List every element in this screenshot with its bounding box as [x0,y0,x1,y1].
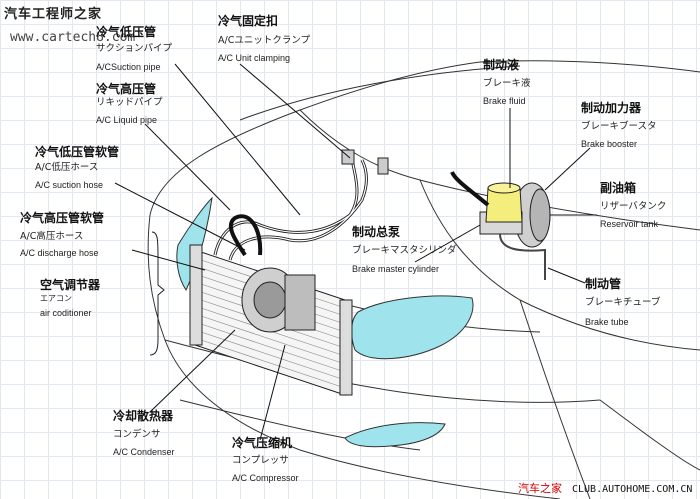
label-aircon-en: air coditioner [40,309,92,318]
label-master-cylinder-en: Brake master cylinder [352,265,439,274]
label-suction-hose-en: A/C suction hose [35,181,103,190]
label-compressor-ja: コンプレッサ [232,456,289,466]
label-suction-pipe-ja: サクションパイプ [96,44,172,54]
label-master-cylinder-ja: ブレーキマスタシリンダ [352,246,457,256]
right-headlight [352,296,473,359]
label-brake-tube-ja: ブレーキチューブ [585,298,660,308]
label-brake-tube-en: Brake tube [585,318,629,327]
label-reservoir-en: Reservoir tank [600,220,658,229]
label-condenser-zh: 冷却散热器 [113,410,173,422]
label-aircon-zh: 空气调节器 [40,279,100,291]
label-brake-booster-ja: ブレーキブースタ [581,122,657,132]
footer-url: CLUB.AUTOHOME.COM.CN [572,485,692,495]
label-condenser-en: A/C Condenser [113,448,175,457]
fog-lamp [345,423,445,447]
label-unit-clamping-en: A/C Unit clamping [218,54,290,63]
label-liquid-pipe-zh: 冷气高压管 [96,83,156,95]
label-brake-fluid-en: Brake fluid [483,97,526,106]
label-suction-pipe-en: A/CSuction pipe [96,63,161,72]
footer-brand: 汽车之家 [518,483,562,494]
label-condenser-ja: コンデンサ [113,430,161,440]
label-compressor-zh: 冷气压缩机 [232,437,292,449]
label-brake-tube-zh: 制动管 [585,278,621,290]
label-liquid-pipe-en: A/C Liquid pipe [96,116,157,125]
label-discharge-hose-en: A/C discharge hose [20,249,99,258]
label-suction-hose-zh: 冷气低压管软管 [35,146,119,158]
reservoir-unit [486,183,522,222]
label-suction-pipe-zh: 冷气低压管 [96,26,156,38]
label-discharge-hose-ja: A/C高压ホース [20,232,83,242]
label-liquid-pipe-ja: リキッドパイプ [96,98,163,108]
label-brake-booster-en: Brake booster [581,140,637,149]
compressor-unit [242,268,315,332]
label-brake-booster-zh: 制动加力器 [581,102,641,114]
watermark-site-cn: 汽车工程师之家 [4,8,102,21]
label-compressor-en: A/C Compressor [232,474,299,483]
label-discharge-hose-zh: 冷气高压管软管 [20,212,104,224]
label-aircon-ja: エアコン [40,295,72,303]
label-reservoir-zh: 副油箱 [600,182,636,194]
label-unit-clamping-ja: A/Cユニットクランプ [218,36,310,46]
label-unit-clamping-zh: 冷气固定扣 [218,15,278,27]
label-brake-fluid-ja: ブレーキ液 [483,79,531,89]
label-brake-fluid-zh: 制动液 [483,59,519,71]
label-suction-hose-ja: A/C低压ホース [35,163,98,173]
label-master-cylinder-zh: 制动总泵 [352,226,400,238]
label-reservoir-ja: リザーバタンク [600,202,666,212]
